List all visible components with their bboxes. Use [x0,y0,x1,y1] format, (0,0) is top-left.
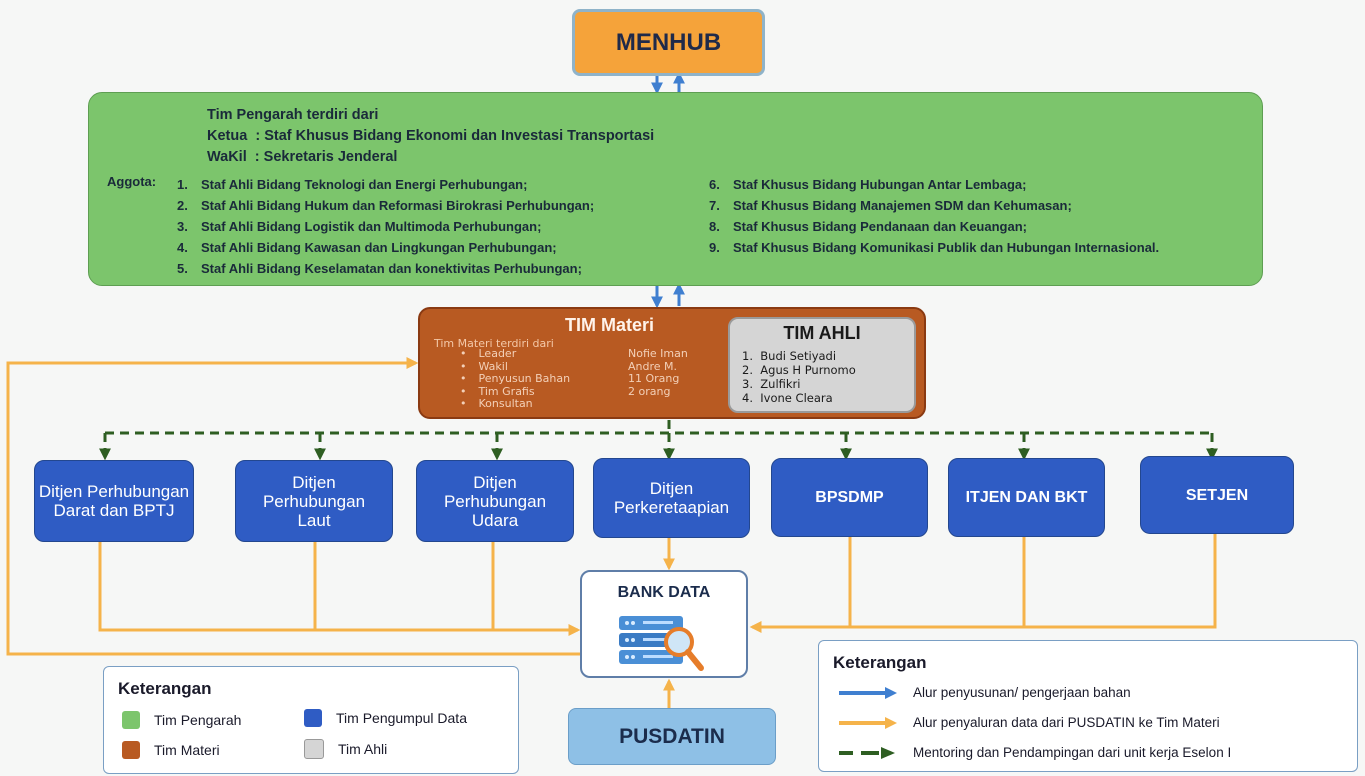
menhub-box: MENHUB [572,9,765,76]
unit-itjen-bkt: ITJEN DAN BKT [948,458,1105,537]
pusdatin-box: PUSDATIN [568,708,776,765]
materi-role: Tim Grafis [460,385,570,399]
members-left: 1.Staf Ahli Bidang Teknologi dan Energi … [177,174,594,279]
legend-item-pengumpul: Tim Pengumpul Data [304,709,467,727]
legend-title: Keterangan [118,679,212,698]
tim-ahli-box: TIM AHLI 1. Budi Setiyadi 2. Agus H Purn… [728,317,916,413]
blue-arrow-icon [839,686,897,699]
member-item: 9.Staf Khusus Bidang Komunikasi Publik d… [709,240,1160,255]
pengarah-head-line: WaKil : Sekretaris Jenderal [207,149,398,165]
legend-colors: Keterangan Tim Pengarah Tim Pengumpul Da… [103,666,519,774]
unit-ditjen-udara: Ditjen Perhubungan Udara [416,460,574,542]
pengarah-head-line: Tim Pengarah terdiri dari [207,107,379,123]
legend-lines: Keterangan Alur penyusunan/ pengerjaan b… [818,640,1358,772]
database-search-icon [619,616,704,671]
grey-swatch [304,739,324,759]
materi-role: Konsultan [460,397,570,411]
legend-line-green: Mentoring dan Pendampingan dari unit ker… [839,745,1231,760]
bank-data-box: BANK DATA [580,570,748,678]
ahli-member: 3. Zulfikri [742,377,801,391]
ahli-member: 4. Ivone Cleara [742,391,833,405]
member-item: 6.Staf Khusus Bidang Hubungan Antar Lemb… [709,177,1027,192]
mentoring-lines [99,420,1218,461]
materi-role: Penyusun Bahan [460,372,571,386]
materi-role: Leader [460,347,570,361]
materi-value: 11 Orang [628,372,680,385]
materi-value: Nofie Iman [628,347,688,360]
legend-line-blue: Alur penyusunan/ pengerjaan bahan [839,685,1131,700]
member-item: 1.Staf Ahli Bidang Teknologi dan Energi … [177,177,528,192]
green-dashed-arrow-icon [839,746,895,759]
member-item: 4.Staf Ahli Bidang Kawasan dan Lingkunga… [177,240,557,255]
ahli-member: 1. Budi Setiyadi [742,349,837,363]
member-item: 2.Staf Ahli Bidang Hukum dan Reformasi B… [177,198,595,213]
materi-title: TIM Materi [565,315,655,335]
unit-ditjen-perkeretaapian: Ditjen Perkeretaapian [593,458,750,538]
aggota-label: Aggota: [107,174,157,189]
legend-item-pengarah: Tim Pengarah [122,711,241,729]
legend-item-materi: Tim Materi [122,741,220,759]
ahli-members: 1. Budi Setiyadi 2. Agus H Purnomo 3. Zu… [742,349,856,405]
ahli-member: 2. Agus H Purnomo [742,363,856,377]
brown-swatch [122,741,140,759]
materi-values: Nofie Iman Andre M. 11 Orang 2 orang [628,347,688,398]
orange-arrow-icon [839,716,897,729]
unit-ditjen-darat: Ditjen Perhubungan Darat dan BPTJ [34,460,194,542]
materi-value: 2 orang [628,384,671,398]
unit-bpsdmp: BPSDMP [771,458,928,537]
pengarah-head-line: Ketua : Staf Khusus Bidang Ekonomi dan I… [207,128,655,144]
members-right: 6.Staf Khusus Bidang Hubungan Antar Lemb… [709,174,1159,258]
tim-pengarah-box: Tim Pengarah terdiri dari Ketua : Staf K… [88,92,1263,286]
blue-swatch [304,709,322,727]
member-item: 5.Staf Ahli Bidang Keselamatan dan konek… [177,261,582,276]
member-item: 3.Staf Ahli Bidang Logistik dan Multimod… [177,219,542,234]
member-item: 8.Staf Khusus Bidang Pendanaan dan Keuan… [709,219,1027,234]
legend-item-ahli: Tim Ahli [304,739,387,759]
unit-setjen: SETJEN [1140,456,1294,534]
legend-line-orange: Alur penyaluran data dari PUSDATIN ke Ti… [839,715,1220,730]
green-swatch [122,711,140,729]
pengarah-header: Tim Pengarah terdiri dari Ketua : Staf K… [207,105,654,168]
legend-title: Keterangan [833,653,927,672]
unit-ditjen-laut: Ditjen Perhubungan Laut [235,460,393,542]
materi-value: Andre M. [628,359,678,373]
ahli-title: TIM AHLI [783,323,861,343]
bank-data-title: BANK DATA [617,584,711,601]
member-item: 7.Staf Khusus Bidang Manajemen SDM dan K… [709,198,1072,213]
materi-roles: Leader Wakil Penyusun Bahan Tim Grafis K… [460,347,571,411]
materi-role: Wakil [460,360,570,374]
